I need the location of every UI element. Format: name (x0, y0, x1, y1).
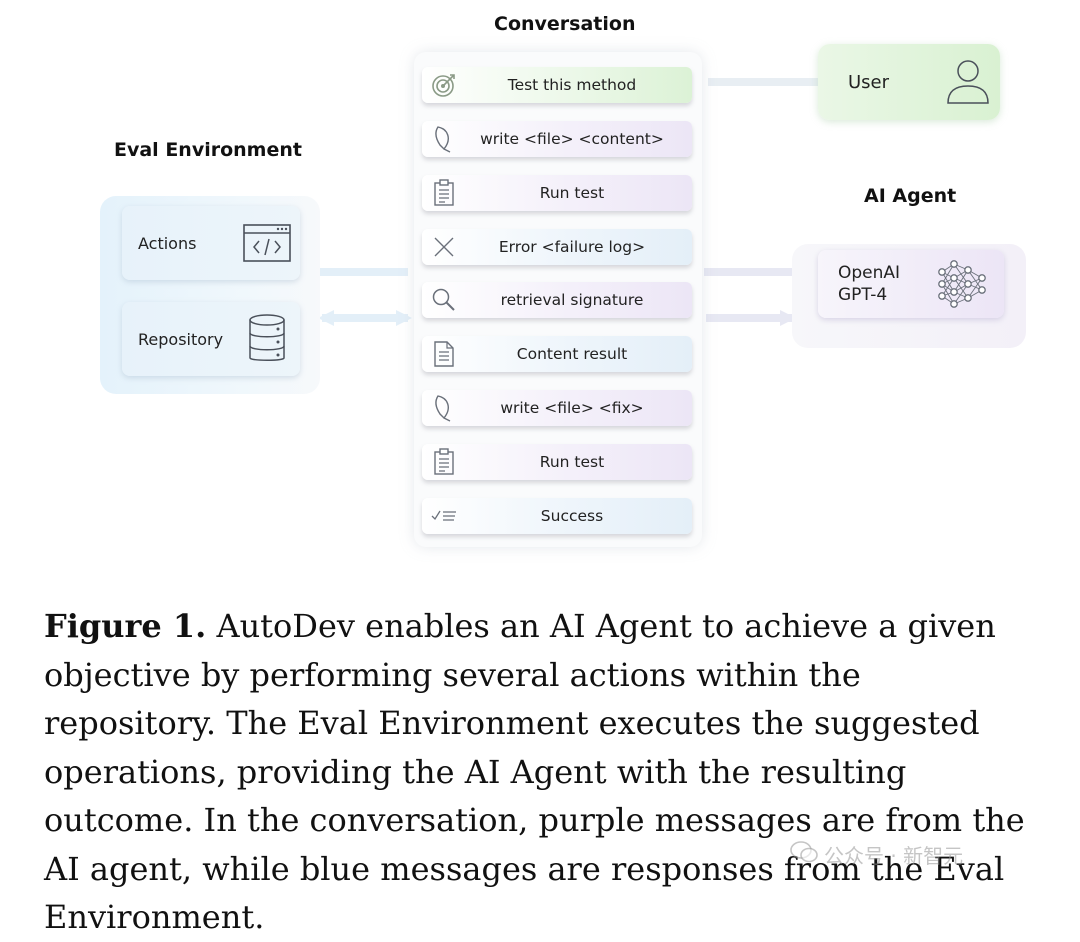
ai-agent-title: AI Agent (864, 185, 957, 207)
figure-label: Figure 1. (44, 607, 207, 645)
quill-icon (422, 390, 466, 426)
message-6: Content result (422, 336, 692, 372)
x-mark-icon (422, 229, 466, 265)
message-label: write <file> <fix> (500, 399, 644, 417)
magnifier-icon (422, 282, 466, 318)
env-item-label: Repository (138, 329, 224, 349)
document-icon (422, 336, 466, 372)
neural-network-icon (938, 260, 986, 308)
database-icon (234, 313, 300, 365)
person-icon (936, 58, 1000, 106)
figure-caption: Figure 1. AutoDev enables an AI Agent to… (44, 602, 1034, 942)
message-label: Content result (516, 345, 628, 363)
message-4: Error <failure log> (422, 229, 692, 265)
message-5: retrieval signature (422, 282, 692, 318)
caption-text: AutoDev enables an AI Agent to achieve a… (44, 607, 1025, 936)
quill-icon (422, 121, 466, 157)
message-label: write <file> <content> (480, 130, 664, 148)
checklist-icon (422, 498, 466, 534)
message-label: Run test (539, 184, 605, 202)
message-label: Test this method (507, 76, 637, 94)
clipboard-icon (422, 175, 466, 211)
message-label: Success (540, 507, 604, 525)
ai-agent-name-line1: OpenAI (838, 263, 901, 283)
code-window-icon (234, 223, 300, 263)
user-label: User (848, 71, 890, 93)
env-item-label: Actions (138, 233, 197, 253)
ai-agent-box (818, 250, 1004, 318)
connector-arrows (318, 78, 818, 326)
ai-agent-name-line2: GPT-4 (838, 285, 888, 305)
env-item-actions: Actions (122, 206, 300, 280)
message-3: Run test (422, 175, 692, 211)
target-icon (422, 67, 466, 103)
message-1: Test this method (422, 67, 692, 103)
message-9: Success (422, 498, 692, 534)
message-label: Error <failure log> (498, 238, 646, 256)
watermark: 公众号 · 新智元 (790, 840, 963, 869)
watermark-text: 公众号 · 新智元 (824, 844, 964, 868)
message-label: retrieval signature (500, 291, 644, 309)
clipboard-icon (422, 444, 466, 480)
message-2: write <file> <content> (422, 121, 692, 157)
user-box: User (818, 44, 1000, 120)
wechat-icon (790, 840, 818, 869)
message-8: Run test (422, 444, 692, 480)
eval-environment-title: Eval Environment (114, 139, 302, 161)
conversation-title: Conversation (494, 13, 636, 35)
message-7: write <file> <fix> (422, 390, 692, 426)
message-label: Run test (539, 453, 605, 471)
env-item-repository: Repository (122, 302, 300, 376)
ai-agent-name: OpenAI GPT-4 (838, 262, 900, 306)
